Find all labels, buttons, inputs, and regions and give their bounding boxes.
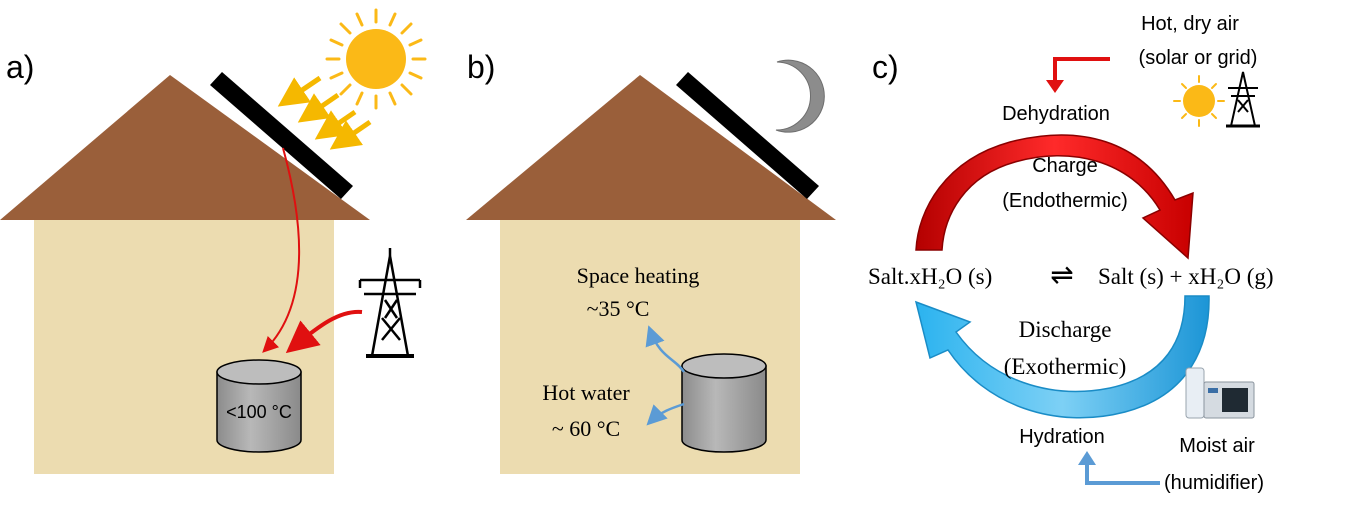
hot-dry-air-label: Hot, dry air (1141, 13, 1239, 35)
hot-dry-air-source: (solar or grid) (1139, 47, 1258, 69)
grid-heat-arrow (285, 309, 363, 354)
hot-air-inlet-arrow (1053, 57, 1110, 82)
charge-arrow (915, 134, 1194, 260)
charge-label: Charge (1032, 155, 1098, 177)
tank-temperature-label: <100 °C (226, 402, 292, 422)
panel-b-label: b) (467, 49, 495, 85)
panel-a: a) (0, 8, 427, 474)
humidifier-icon (1185, 367, 1255, 419)
solar-panel-icon (676, 72, 819, 199)
panel-c-label: c) (872, 49, 899, 85)
equilibrium-symbol: ⇌ (1050, 260, 1073, 291)
reactant-formula: Salt.xH₂O (s) (868, 264, 992, 289)
house-b-roof (466, 75, 836, 220)
hydration-label: Hydration (1019, 426, 1105, 448)
storage-tank-icon (681, 353, 767, 453)
panel-a-label: a) (6, 49, 34, 85)
charge-subtitle: (Endothermic) (1002, 190, 1128, 212)
space-heating-temperature: ~35 °C (587, 296, 650, 321)
hot-water-label: Hot water (542, 380, 630, 405)
discharge-subtitle: (Exothermic) (1004, 354, 1127, 379)
moist-air-inlet-arrowhead (1078, 451, 1096, 465)
dehydration-label: Dehydration (1002, 103, 1110, 125)
moist-air-label: Moist air (1179, 435, 1255, 457)
space-heating-label: Space heating (577, 263, 700, 288)
space-heating-arrow (645, 325, 686, 373)
hot-water-temperature: ~ 60 °C (552, 416, 620, 441)
product-formula: Salt (s) + xH₂O (g) (1098, 264, 1274, 289)
hot-air-inlet-arrowhead (1046, 80, 1064, 93)
sunlight-arrows (277, 75, 372, 150)
sun-icon (1173, 75, 1225, 127)
house-a-roof (0, 75, 370, 220)
discharge-arrow (914, 295, 1210, 419)
moist-air-inlet-arrow (1085, 462, 1160, 485)
panel-b: b) Space heating ~35 °C Hot water ~ 60 °… (466, 49, 836, 474)
hot-water-arrow (646, 402, 685, 426)
power-pylon-icon (358, 248, 422, 358)
moist-air-source: (humidifier) (1164, 472, 1264, 494)
sun-icon (325, 8, 427, 110)
storage-tank-icon: <100 °C (216, 359, 302, 453)
moon-icon (775, 59, 825, 133)
solar-panel-icon (210, 72, 353, 199)
solar-heat-arrow (262, 147, 301, 353)
discharge-label: Discharge (1019, 317, 1112, 342)
power-pylon-icon (1226, 71, 1260, 128)
panel-c: c) Hot, dry air (solar or grid) (868, 13, 1274, 494)
